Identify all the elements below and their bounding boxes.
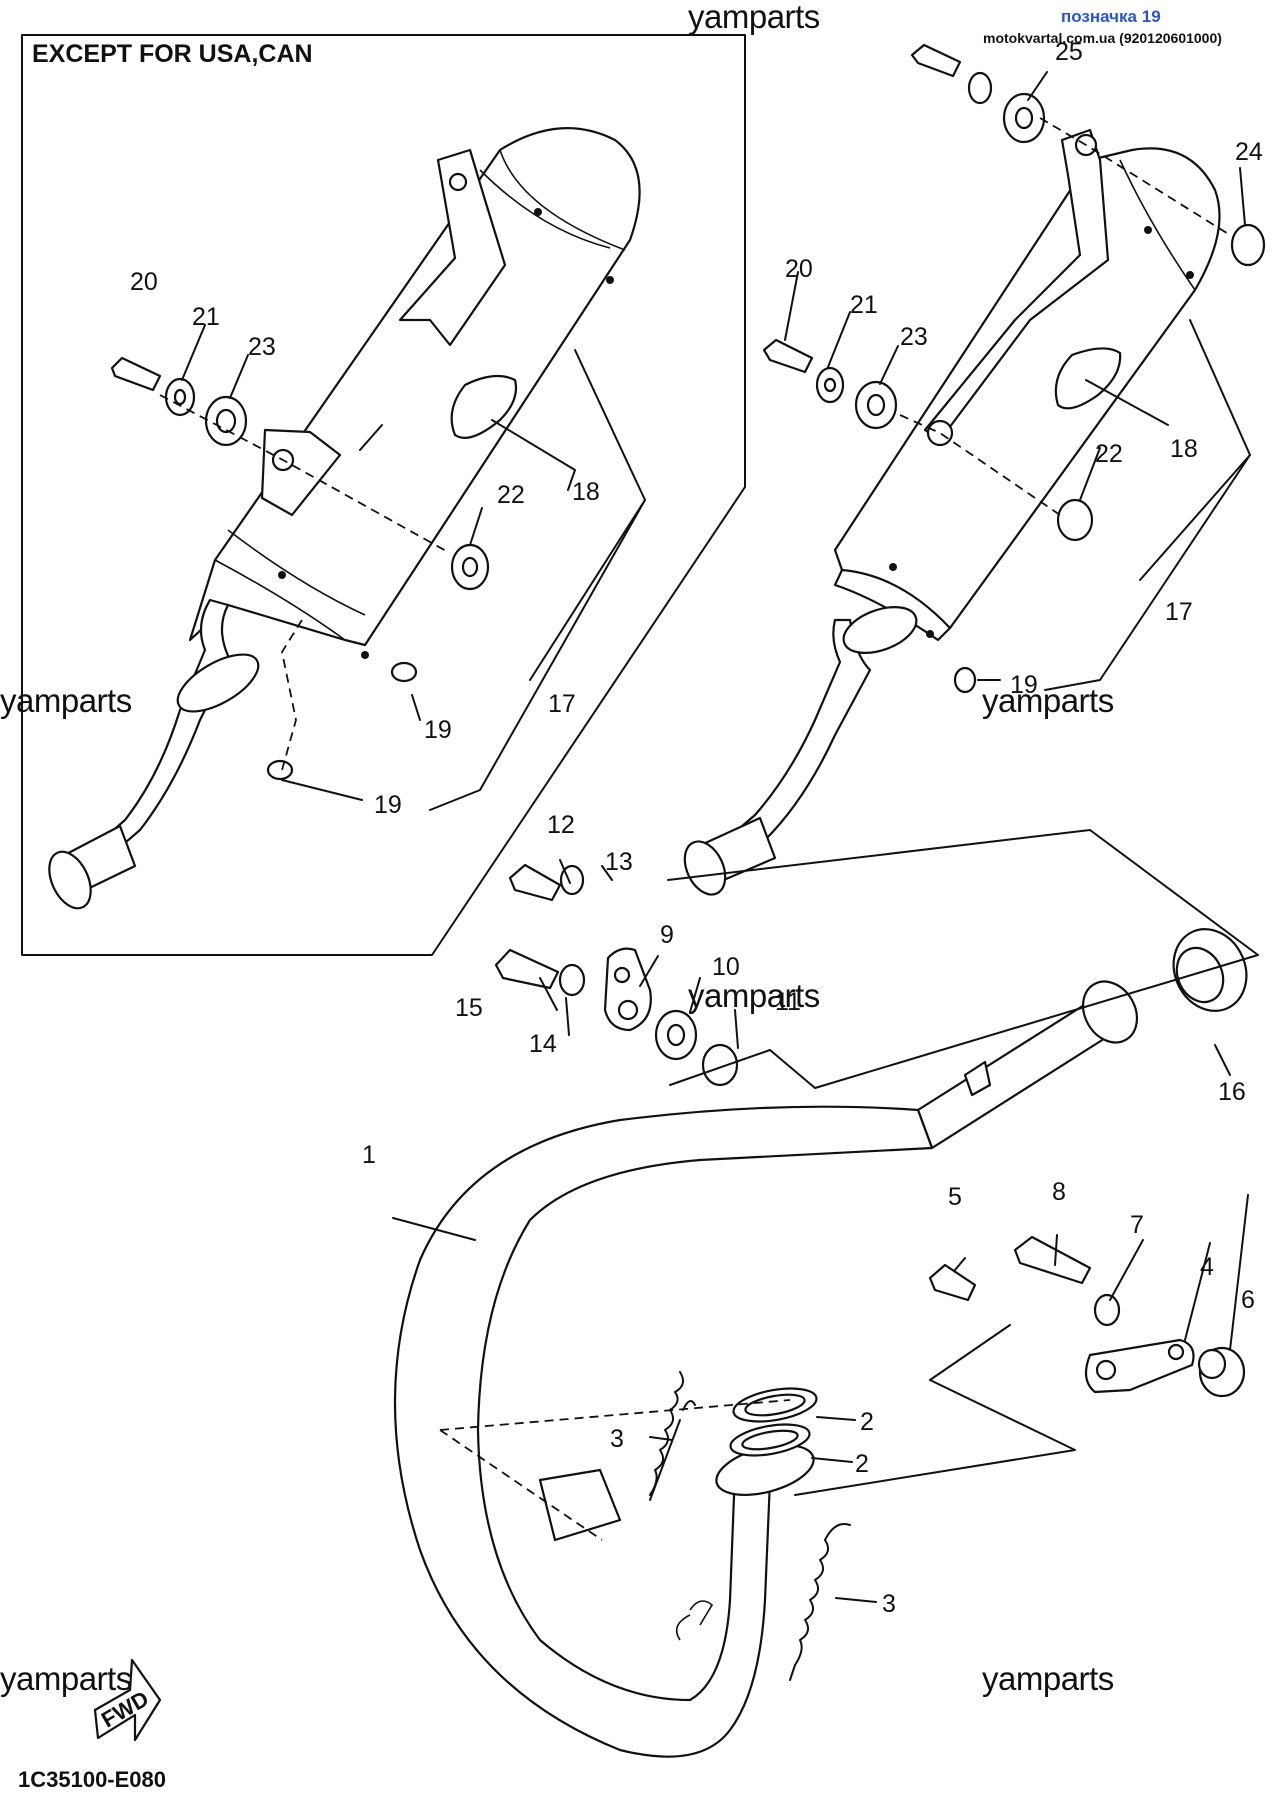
callout-20-left: 20	[130, 268, 158, 296]
callout-9: 9	[660, 921, 674, 949]
watermark-top: yamparts	[688, 0, 820, 35]
callout-25-right: 25	[1055, 38, 1083, 66]
reference-label: позначка 19	[1061, 7, 1161, 26]
joint-hardware	[494, 863, 739, 1087]
watermark-left: yamparts	[0, 682, 132, 719]
callout-labels: 1 2 2 3 3 4 5 6 7 8 9 10 11 12 13 14 15 …	[130, 38, 1263, 1618]
callout-4: 4	[1200, 1253, 1214, 1281]
callout-23-right: 23	[900, 323, 928, 351]
muffler-right	[683, 128, 1221, 896]
silencer-joint	[916, 928, 1248, 1150]
callout-3a: 3	[610, 1425, 624, 1453]
muffler-left	[48, 127, 641, 910]
callout-18-right: 18	[1170, 435, 1198, 463]
right-hardware	[762, 43, 1266, 694]
callout-22-left: 22	[497, 481, 525, 509]
callout-21-left: 21	[192, 303, 220, 331]
callout-11: 11	[775, 988, 801, 1016]
callout-20-right: 20	[785, 255, 813, 283]
except-usa-can-frame: EXCEPT FOR USA,CAN	[21, 34, 746, 956]
callout-7: 7	[1130, 1211, 1144, 1239]
diagram-code: 1C35100-E080	[18, 1767, 166, 1792]
left-hardware	[110, 356, 490, 781]
callout-16: 16	[1218, 1078, 1246, 1106]
callout-6: 6	[1241, 1286, 1255, 1314]
callout-21-right: 21	[850, 291, 878, 319]
callout-19-left-a: 19	[424, 716, 452, 744]
callout-22-right: 22	[1095, 440, 1123, 468]
callout-13: 13	[605, 848, 633, 876]
except-usa-can-label: EXCEPT FOR USA,CAN	[32, 40, 313, 68]
callout-2a: 2	[860, 1408, 874, 1436]
watermark-bottom-left: yamparts	[0, 1660, 132, 1697]
callout-12: 12	[547, 811, 575, 839]
exhaust-header-pipe	[393, 1105, 934, 1758]
rear-bracket	[928, 1235, 1246, 1398]
callout-5: 5	[948, 1183, 962, 1211]
watermark-center: yamparts	[688, 977, 820, 1014]
springs	[649, 1371, 851, 1681]
watermark-right-upper: yamparts	[982, 682, 1114, 719]
callout-2b: 2	[855, 1450, 869, 1478]
leader-lines	[181, 71, 1259, 1603]
gaskets	[729, 1387, 818, 1457]
watermark-bottom-right: yamparts	[982, 1660, 1114, 1697]
callout-14: 14	[529, 1030, 557, 1058]
callout-24-right: 24	[1235, 138, 1263, 166]
callout-19-left-b: 19	[374, 791, 402, 819]
callout-17-left: 17	[548, 690, 576, 718]
callout-8: 8	[1052, 1178, 1066, 1206]
callout-19-right: 19	[1010, 671, 1038, 699]
callout-23-left: 23	[248, 333, 276, 361]
callout-18-left: 18	[572, 478, 600, 506]
callout-3b: 3	[882, 1590, 896, 1618]
callout-10: 10	[712, 953, 740, 981]
callout-1: 1	[362, 1141, 376, 1169]
reference-site: motokvartal.com.ua (920120601000)	[983, 30, 1222, 46]
callout-17-right: 17	[1165, 598, 1193, 626]
callout-15: 15	[455, 994, 483, 1022]
